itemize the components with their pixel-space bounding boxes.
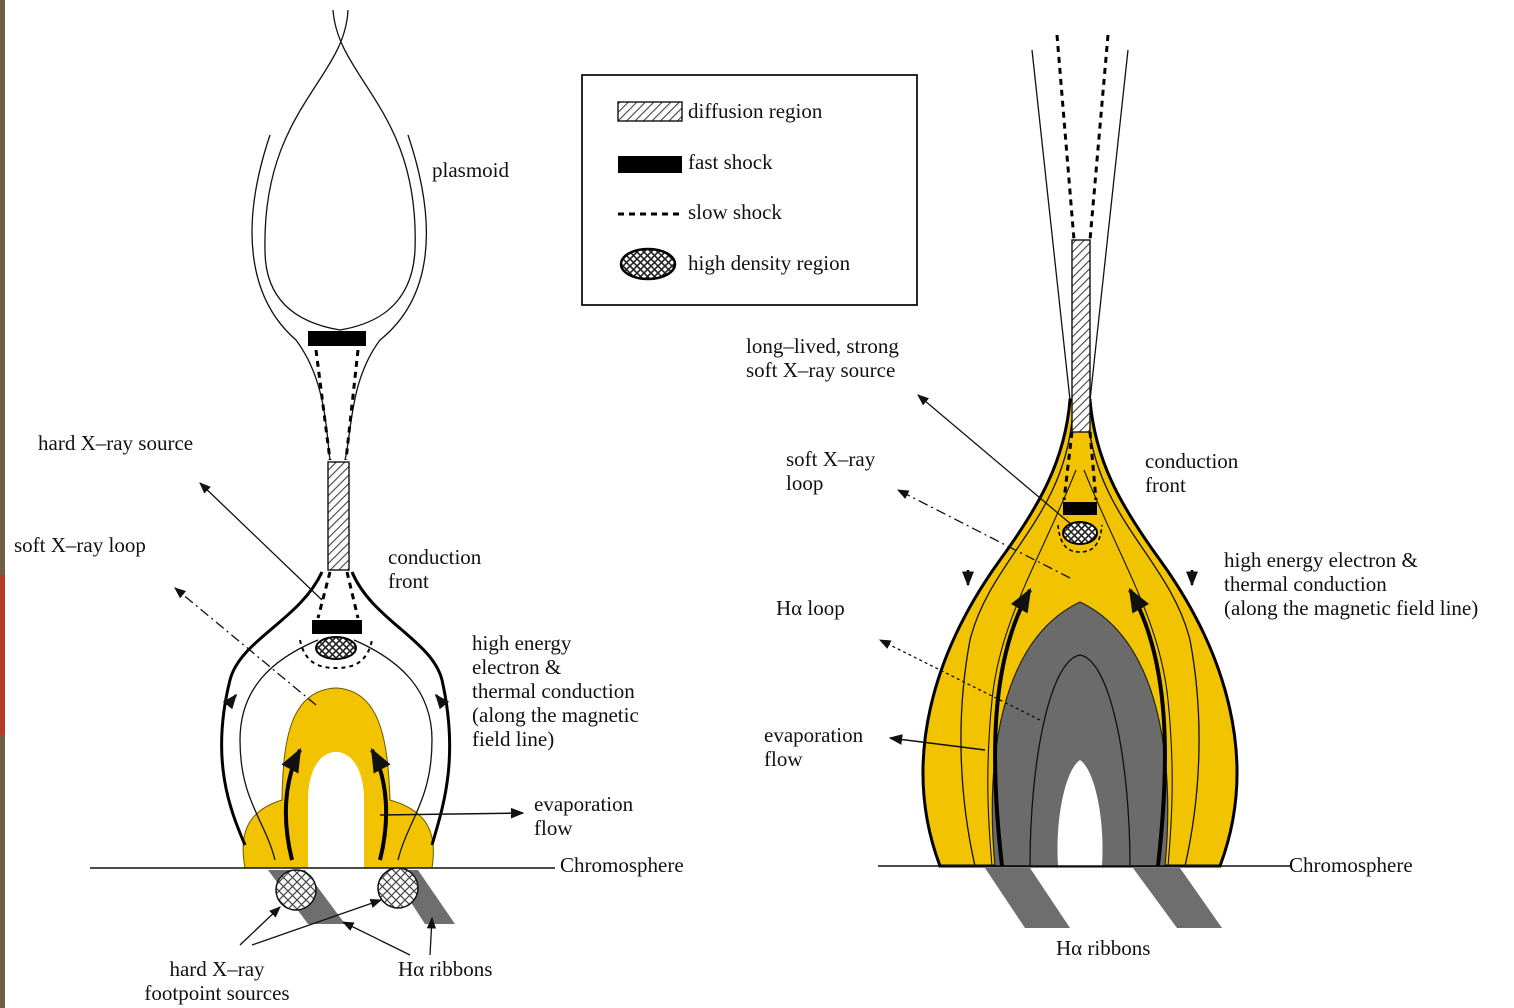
left-flare-model	[90, 10, 555, 955]
left-soft-xray-loop-label: soft X–ray loop	[14, 533, 146, 557]
left-high-energy-line-4: (along the magnetic	[472, 703, 639, 727]
left-footpoints-line-2: footpoint sources	[134, 981, 300, 1005]
right-soft-xray-line-1: soft X–ray	[786, 447, 875, 471]
left-high-energy-line-3: thermal conduction	[472, 679, 639, 703]
left-evaporation-line-1: evaporation	[534, 792, 633, 816]
left-hxr-footpoint-1	[276, 870, 316, 910]
right-conduction-front-label: conduction front	[1145, 449, 1238, 497]
right-fast-shock	[1063, 502, 1097, 515]
right-long-lived-source-arrow	[918, 395, 1072, 525]
left-high-energy-line-2: electron &	[472, 655, 639, 679]
left-footpoint-arrow-1	[240, 907, 280, 945]
right-slow-shock-upper	[1057, 35, 1108, 240]
left-hard-xray-source-arrow	[200, 483, 322, 600]
legend-diffusion-label: diffusion region	[688, 99, 822, 123]
left-high-energy-label: high energy electron & thermal conductio…	[472, 631, 639, 751]
right-chromosphere-label: Chromosphere	[1289, 853, 1413, 877]
right-high-energy-line-2: thermal conduction	[1224, 572, 1478, 596]
left-flow-arrow-right	[436, 695, 444, 705]
right-high-density-region	[1063, 522, 1097, 544]
legend-high-density-label: high density region	[688, 251, 850, 275]
left-hxr-footpoints-label: hard X–ray footpoint sources	[134, 957, 300, 1005]
left-plasmoid-label: plasmoid	[432, 158, 509, 182]
left-soft-xray-loop-arrow	[175, 588, 316, 705]
left-hard-xray-source-label: hard X–ray source	[38, 431, 193, 455]
left-footpoints-line-1: hard X–ray	[134, 957, 300, 981]
fast-shock-icon	[618, 156, 682, 173]
legend-fast-shock-label: fast shock	[688, 150, 773, 174]
right-ha-ribbon-1	[985, 868, 1070, 928]
left-conduction-front-label: conduction front	[388, 545, 481, 593]
right-high-energy-label: high energy electron & thermal conductio…	[1224, 548, 1478, 620]
high-density-region-icon	[621, 249, 675, 279]
left-conduction-front-line-2: front	[388, 569, 481, 593]
left-fast-shock-top	[308, 331, 366, 346]
left-high-density-region	[316, 637, 356, 659]
page-frame-strip	[0, 0, 5, 1008]
right-evaporation-line-2: flow	[764, 747, 863, 771]
left-hxr-footpoint-2	[378, 868, 418, 908]
right-ha-ribbons-label: Hα ribbons	[1056, 936, 1150, 960]
right-soft-xray-loop-label: soft X–ray loop	[786, 447, 875, 495]
right-ha-loop-label: Hα loop	[776, 596, 845, 620]
plasmoid-outline	[265, 10, 415, 330]
right-diffusion-region	[1072, 240, 1090, 432]
legend-slow-shock-label: slow shock	[688, 200, 782, 224]
right-conduction-front-line-1: conduction	[1145, 449, 1238, 473]
left-slow-shock-upper	[316, 350, 358, 460]
left-high-energy-line-1: high energy	[472, 631, 639, 655]
left-ha-ribbons-label: Hα ribbons	[398, 957, 492, 981]
right-conduction-front-line-2: front	[1145, 473, 1238, 497]
right-long-lived-line-1: long–lived, strong	[746, 334, 899, 358]
left-diffusion-region	[328, 462, 349, 570]
right-long-lived-line-2: soft X–ray source	[746, 358, 899, 382]
left-ribbon-arrow-1	[343, 922, 410, 955]
diffusion-region-icon	[618, 102, 682, 121]
right-soft-xray-line-2: loop	[786, 471, 875, 495]
left-chromosphere-label: Chromosphere	[560, 853, 684, 877]
page-accent-strip	[0, 575, 5, 735]
left-evaporation-flow-label: evaporation flow	[534, 792, 633, 840]
left-conduction-front-line-1: conduction	[388, 545, 481, 569]
left-fast-shock-bottom	[312, 620, 362, 634]
right-high-energy-line-1: high energy electron &	[1224, 548, 1478, 572]
right-high-energy-line-3: (along the magnetic field line)	[1224, 596, 1478, 620]
right-evaporation-flow-label: evaporation flow	[764, 723, 863, 771]
left-high-energy-line-5: field line)	[472, 727, 639, 751]
left-loop-interior	[308, 752, 364, 868]
right-ha-ribbon-2	[1133, 868, 1222, 928]
left-evaporation-line-2: flow	[534, 816, 633, 840]
right-long-lived-label: long–lived, strong soft X–ray source	[746, 334, 899, 382]
left-slow-shock-lower	[318, 572, 358, 618]
left-flow-arrow-left	[228, 695, 236, 705]
right-evaporation-line-1: evaporation	[764, 723, 863, 747]
